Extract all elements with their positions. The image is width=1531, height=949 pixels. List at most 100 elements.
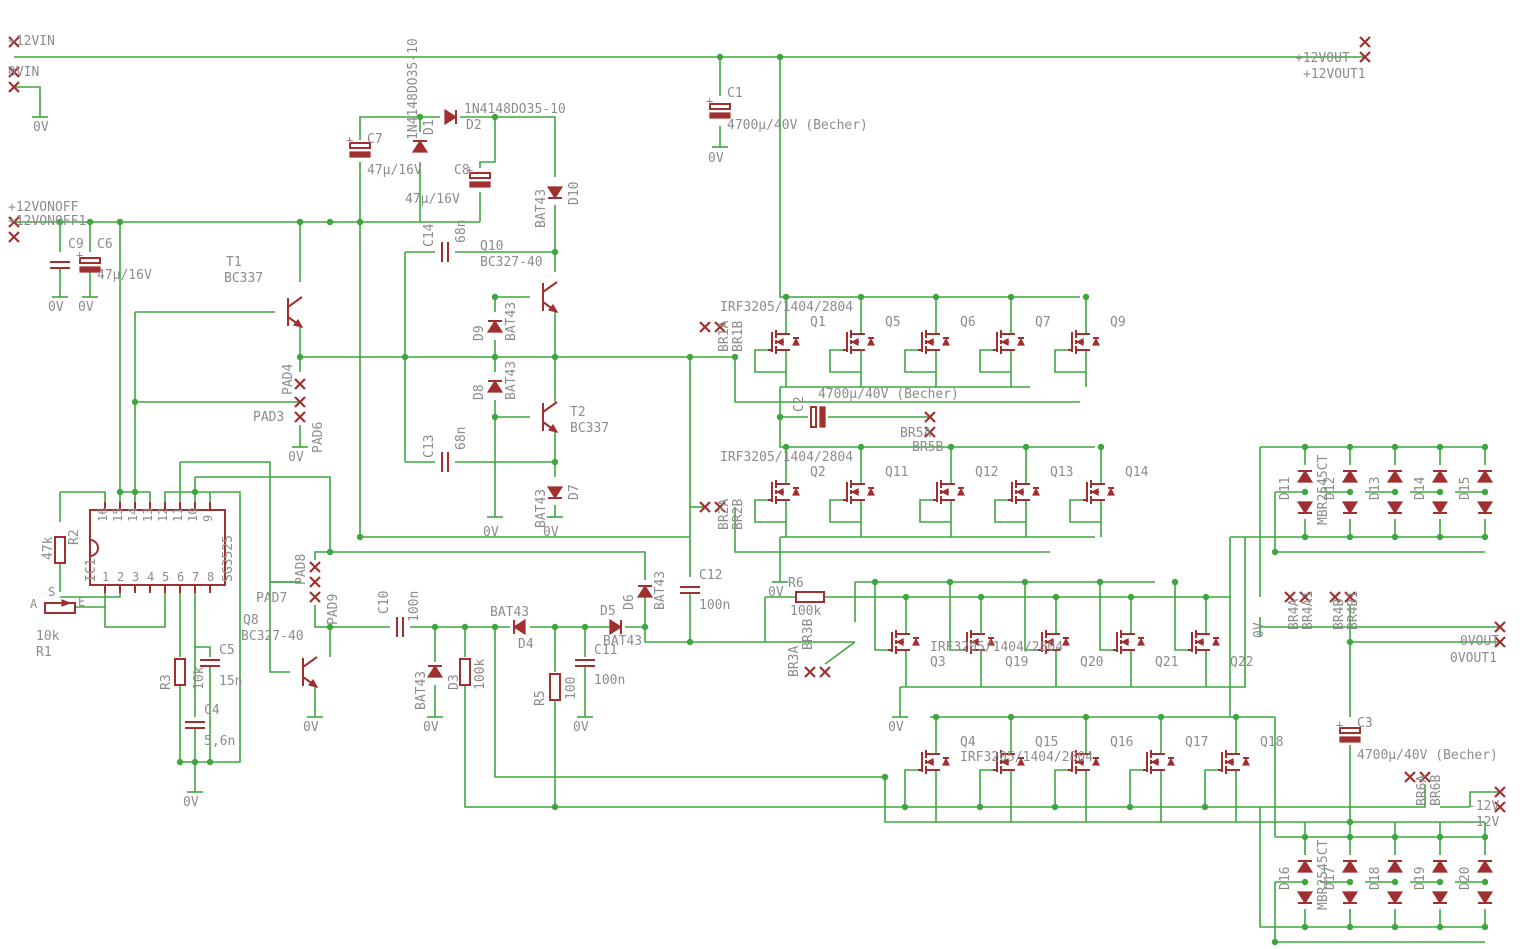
br5b [924,426,936,438]
resistor-r5 [549,673,561,701]
cross-0vin-b [8,81,20,93]
label-r2-value: 47k [41,536,56,560]
wire [994,499,1026,523]
fet-arrow [850,488,859,496]
br4a1 [1299,591,1311,603]
junction-dot [1436,833,1444,841]
bjt-collector [287,296,303,308]
diode-d12 [1341,469,1359,483]
diode-d6 [636,584,654,598]
label-c7-name: C7 [367,132,383,147]
wire [60,593,121,598]
label-q5: Q5 [885,315,901,330]
br3b-label: BR3B [801,619,816,650]
diode-body [444,108,458,126]
wire [164,491,241,763]
ic-pin-label-top: 10 [186,508,200,522]
ic-pin-label-bottom: 7 [192,570,199,584]
junction-dot [1126,803,1134,811]
label-c1-name: C1 [727,86,743,101]
fet-arrow [1000,338,1009,346]
junction-dot [1007,293,1015,301]
diode-body [1386,469,1404,483]
fet-diode [1167,757,1175,766]
junction-dot [191,488,199,496]
label-c7-value: 47µ/16V [367,163,422,178]
pad6-label: PAD6 [311,422,326,453]
label-q7: Q7 [1035,315,1051,330]
junction-dot [731,353,739,361]
br1a [699,321,711,333]
cross-0vin [8,66,20,78]
resistor-r4 [459,658,471,686]
ic-pin-label-top: 11 [171,508,185,522]
label-r5-value: 100 [564,677,579,700]
gnd-label-d8: 0V [483,525,499,540]
junction-dot [1481,533,1489,541]
ic-pin-label-bottom: 8 [207,570,214,584]
wire [494,627,885,778]
junction-dot [1051,803,1059,811]
label-q10-value: BC327-40 [480,255,543,270]
label-d3-value: BAT43 [414,671,429,710]
label-c2-name: C2 [792,396,807,412]
diode-body [1476,891,1494,905]
wire [1099,622,1113,651]
junction-dot [947,443,955,451]
component-labels: C1 4700µ/40V (Becher) 4700µ/40V (Becher)… [36,38,1498,910]
label-d5-value: BAT43 [603,634,642,649]
junction-dot [782,293,790,301]
wire [1274,882,1485,943]
label-d2-value: 1N4148DO35-10 [464,102,566,117]
diode-body [546,186,564,200]
junction-dot [191,758,199,766]
label-ic1-value: SG3525 [221,535,236,582]
label-d7-value: BAT43 [534,489,549,528]
cap-plate-pos [709,103,731,110]
wire [949,622,963,651]
pad8 [309,561,321,573]
symbols: +++++ [44,94,1494,905]
label-d8-name: D8 [472,384,487,400]
fet-arrow [925,338,934,346]
wire [1054,349,1086,373]
junction-dot [1436,443,1444,451]
mosfet-q19 [963,630,995,654]
diode-body [1341,469,1359,483]
junction-dot [491,293,499,301]
net-label-12vout: +12VOUT [1295,51,1350,66]
junction-dot [416,113,424,121]
junction-dot [431,623,439,631]
label-c8-name: C8 [454,163,470,178]
label-d1-value: 1N4148DO35-10 [406,38,421,140]
junction-dot [1127,593,1135,601]
fet-diode [1017,337,1025,346]
junction-dot [491,623,499,631]
connector-crosses [8,36,1506,813]
bjt-arrow [547,423,559,433]
gnd-label-q3: 0V [888,720,904,735]
net-label-0v-vertical: 0V [1252,622,1267,638]
cross-neg12 [1494,786,1506,798]
cap-plate-pos [469,172,491,179]
br4b [1329,591,1341,603]
junction-dot [976,803,984,811]
junction-dot [881,773,889,781]
diode-d19 [1431,859,1449,873]
junction-dot [1391,533,1399,541]
gnd-label-pad6: 0V [288,450,304,465]
transistor-t1 [287,296,304,328]
wire [314,605,331,657]
fet-diode [1062,637,1070,646]
cross-12vonoff1 [8,231,20,243]
cap-plus-sign: + [76,248,83,262]
cap-c8: + [466,163,491,188]
junction-dot [356,533,364,541]
diode-body [636,584,654,598]
label-r5-name: R5 [533,690,548,706]
junction-dot [1301,923,1309,931]
fet-diode [987,637,995,646]
junction-dot [932,293,940,301]
fet-arrow [1150,758,1159,766]
junction-dot [1082,293,1090,301]
